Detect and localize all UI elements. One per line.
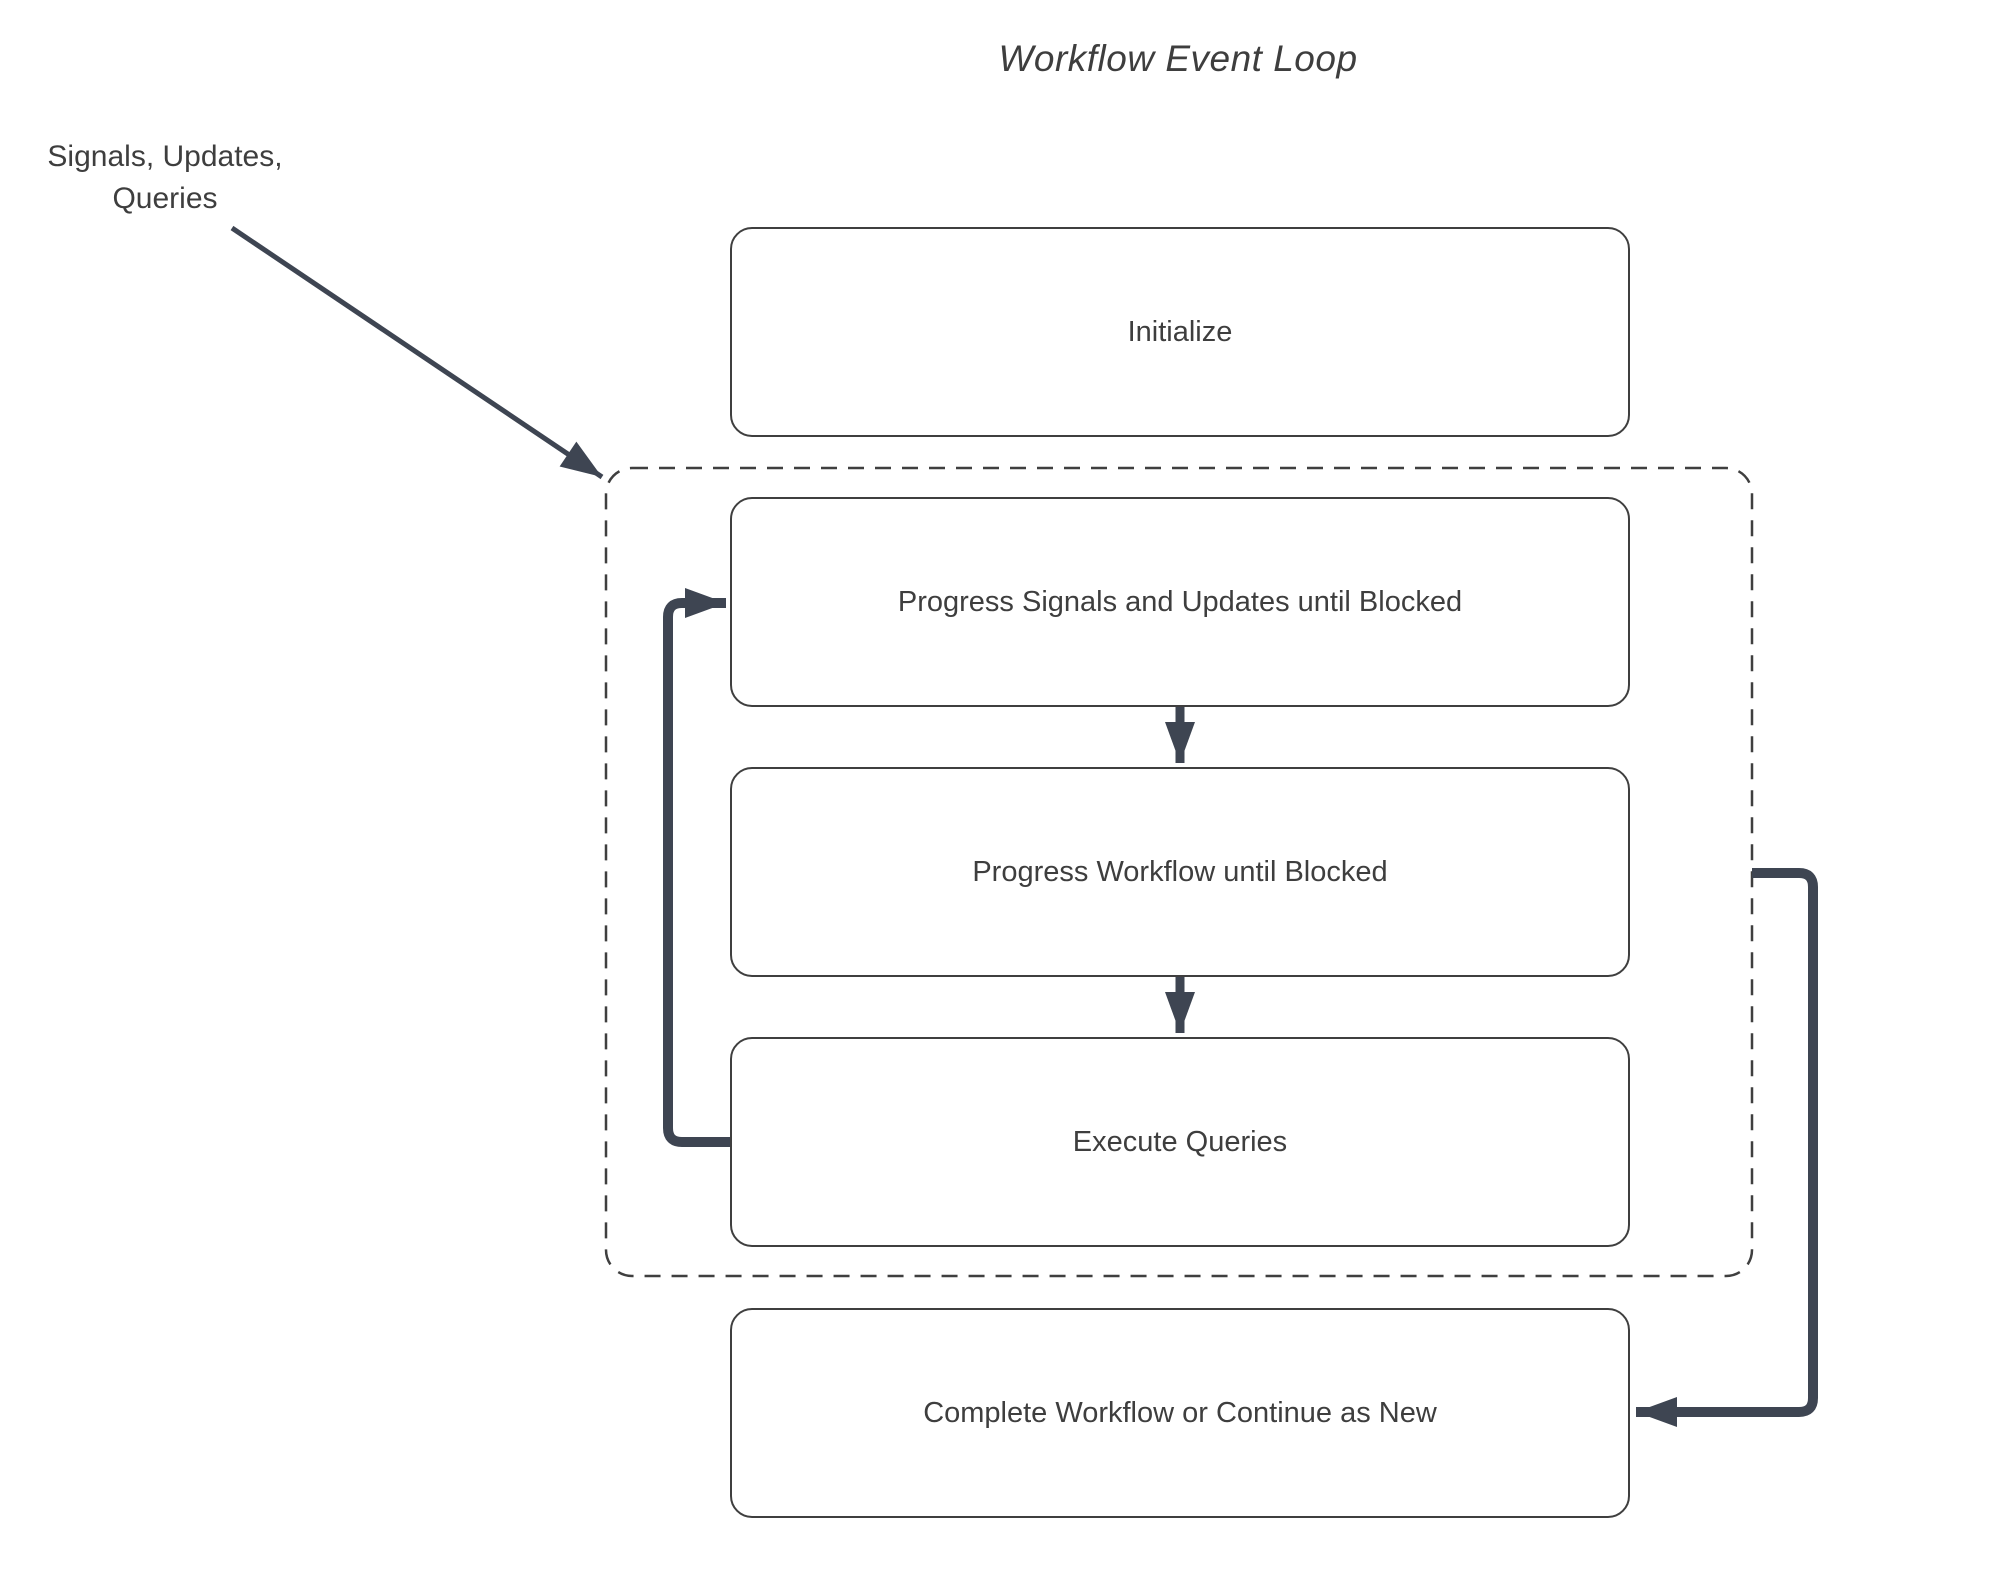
node-initialize-label: Initialize <box>1127 315 1233 348</box>
external-inputs-label-line1: Signals, Updates, <box>47 140 283 173</box>
node-complete-workflow: Complete Workflow or Continue as New <box>730 1308 1630 1518</box>
node-execute-queries-label: Execute Queries <box>1072 1125 1288 1158</box>
node-execute-queries: Execute Queries <box>730 1037 1630 1247</box>
arrow-execute-queries-to-progress-signals <box>663 588 730 1147</box>
node-progress-signals: Progress Signals and Updates until Block… <box>730 497 1630 707</box>
external-inputs-label: Signals, Updates, Queries <box>20 136 310 220</box>
arrow-event-loop-to-complete-workflow <box>1636 868 1818 1427</box>
external-inputs-label-line2: Queries <box>112 182 218 215</box>
node-progress-workflow-label: Progress Workflow until Blocked <box>972 855 1388 888</box>
node-progress-signals-label: Progress Signals and Updates until Block… <box>897 585 1463 618</box>
node-initialize: Initialize <box>730 227 1630 437</box>
node-complete-workflow-label: Complete Workflow or Continue as New <box>923 1396 1437 1429</box>
diagram-title: Workflow Event Loop <box>998 38 1358 79</box>
arrow-signals-to-event-loop <box>230 225 604 480</box>
node-progress-workflow: Progress Workflow until Blocked <box>730 767 1630 977</box>
